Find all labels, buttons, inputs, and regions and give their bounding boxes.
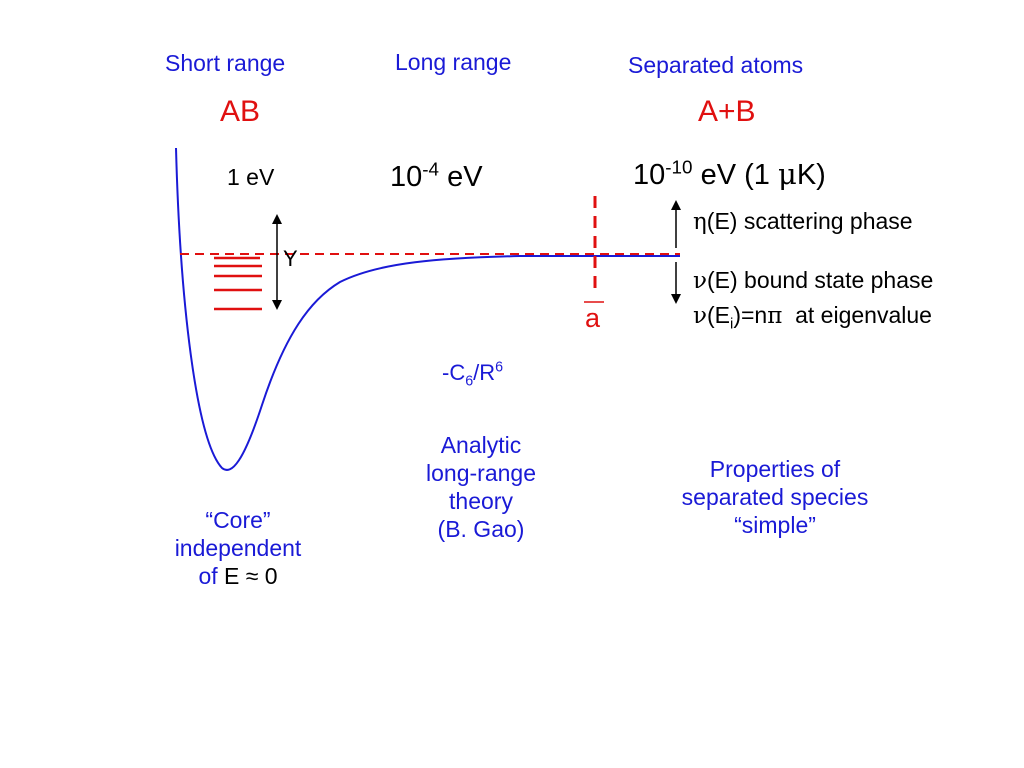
mu-symbol: μ	[777, 157, 797, 191]
ten-neg10-label: 10-10 eV (1 μK)	[633, 157, 826, 191]
short-range-header: Short range	[165, 50, 286, 76]
ab-label: AB	[220, 95, 261, 128]
analytic-theory-note: Analytic long-range theory (B. Gao)	[426, 432, 536, 543]
core-note: “Core” independent of E ≈ 0	[174, 507, 302, 590]
scattering-phase-text: η(E) scattering phase	[693, 208, 913, 235]
ten-neg4-base: 10	[390, 161, 423, 193]
bound-levels	[214, 256, 262, 311]
y-double-arrow	[272, 214, 282, 310]
ten-neg10-exp: -10	[665, 156, 693, 178]
kelvin-unit: K)	[796, 159, 826, 191]
ten-neg10-base: 10	[633, 159, 666, 191]
pi-symbol: π	[767, 303, 783, 329]
separated-atoms-header: Separated atoms	[628, 52, 804, 78]
ten-neg10-unit: eV (1	[692, 159, 778, 191]
nu-symbol: ν	[693, 303, 707, 329]
a-bar-label: a	[585, 303, 601, 333]
separated-note: Properties of separated species “simple”	[681, 456, 869, 539]
scattering-arrow	[671, 200, 681, 248]
eta-symbol: η	[693, 209, 707, 235]
y-label: Y	[283, 246, 298, 271]
ten-neg4-label: 10-4 eV	[390, 159, 483, 193]
ten-neg4-exp: -4	[422, 158, 440, 180]
bound-arrow	[671, 262, 681, 304]
long-range-header: Long range	[395, 49, 512, 75]
bound-phase-text: ν(E) bound state phase	[693, 267, 934, 294]
a-plus-b-label: A+B	[698, 95, 756, 128]
c6-term: -C6/R6	[442, 359, 504, 390]
eigenvalue-phase-text: ν(Ei)=nπ at eigenvalue	[693, 302, 932, 333]
nu-symbol: ν	[693, 268, 707, 294]
potential-curve	[175, 147, 680, 471]
ten-neg4-unit: eV	[439, 161, 483, 193]
one-ev-label: 1 eV	[227, 164, 275, 190]
